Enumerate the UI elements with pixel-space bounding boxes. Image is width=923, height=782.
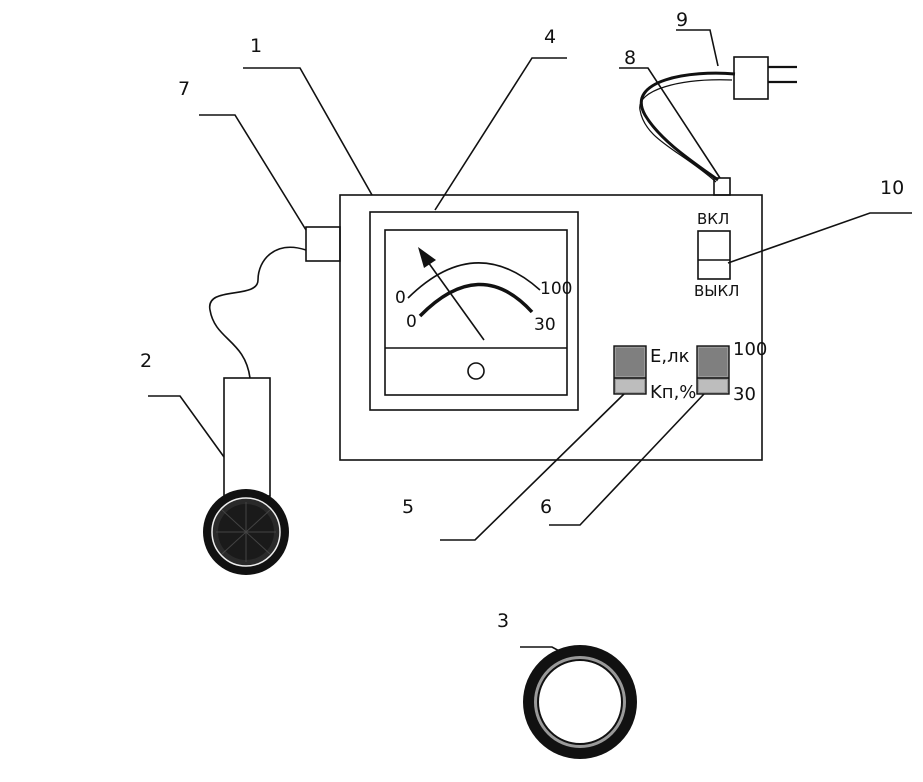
callout-6: 6 xyxy=(540,496,552,518)
scale-zero-lower: 0 xyxy=(406,312,417,332)
scale-max-upper: 100 xyxy=(540,279,572,299)
range-label-30: 30 xyxy=(733,384,756,405)
scale-arc-upper xyxy=(407,262,541,299)
needle-arrowhead xyxy=(418,247,436,268)
scale-max-lower: 30 xyxy=(534,315,556,335)
leader-lines xyxy=(148,29,912,654)
scale-arc-lower xyxy=(418,282,534,318)
sensor-connector xyxy=(305,226,341,262)
callout-5: 5 xyxy=(402,496,414,518)
power-switch[interactable] xyxy=(697,230,731,280)
switch-on-label: ВКЛ xyxy=(697,210,729,228)
callout-10: 10 xyxy=(880,177,904,199)
switch-off-label: ВЫКЛ xyxy=(694,282,739,300)
cable-connector xyxy=(713,177,731,196)
photo-sensor xyxy=(203,489,289,575)
power-cord xyxy=(639,71,736,182)
meter-housing xyxy=(339,194,763,461)
callout-1: 1 xyxy=(250,35,262,57)
range-label-100: 100 xyxy=(733,339,767,360)
callout-9: 9 xyxy=(676,9,688,31)
power-cord-strand xyxy=(639,79,733,183)
power-plug xyxy=(733,56,797,100)
sensor-cable xyxy=(209,246,307,379)
callout-4: 4 xyxy=(544,26,556,48)
zero-adjust-screw[interactable] xyxy=(467,362,485,380)
range-button[interactable] xyxy=(696,345,730,395)
callout-3: 3 xyxy=(497,610,509,632)
callout-2: 2 xyxy=(140,350,152,372)
attachment-ring xyxy=(523,645,637,759)
scale-zero-upper: 0 xyxy=(395,288,406,308)
mode-label-illuminance: E,лк xyxy=(650,346,690,367)
callout-8: 8 xyxy=(624,47,636,69)
sensor-handle xyxy=(223,377,271,497)
mode-label-pulsation: Kп,% xyxy=(650,382,696,403)
dial-window: 0 0 100 30 xyxy=(369,211,579,411)
meter-needle xyxy=(427,261,485,341)
callout-7: 7 xyxy=(178,78,190,100)
mode-button[interactable] xyxy=(613,345,647,395)
